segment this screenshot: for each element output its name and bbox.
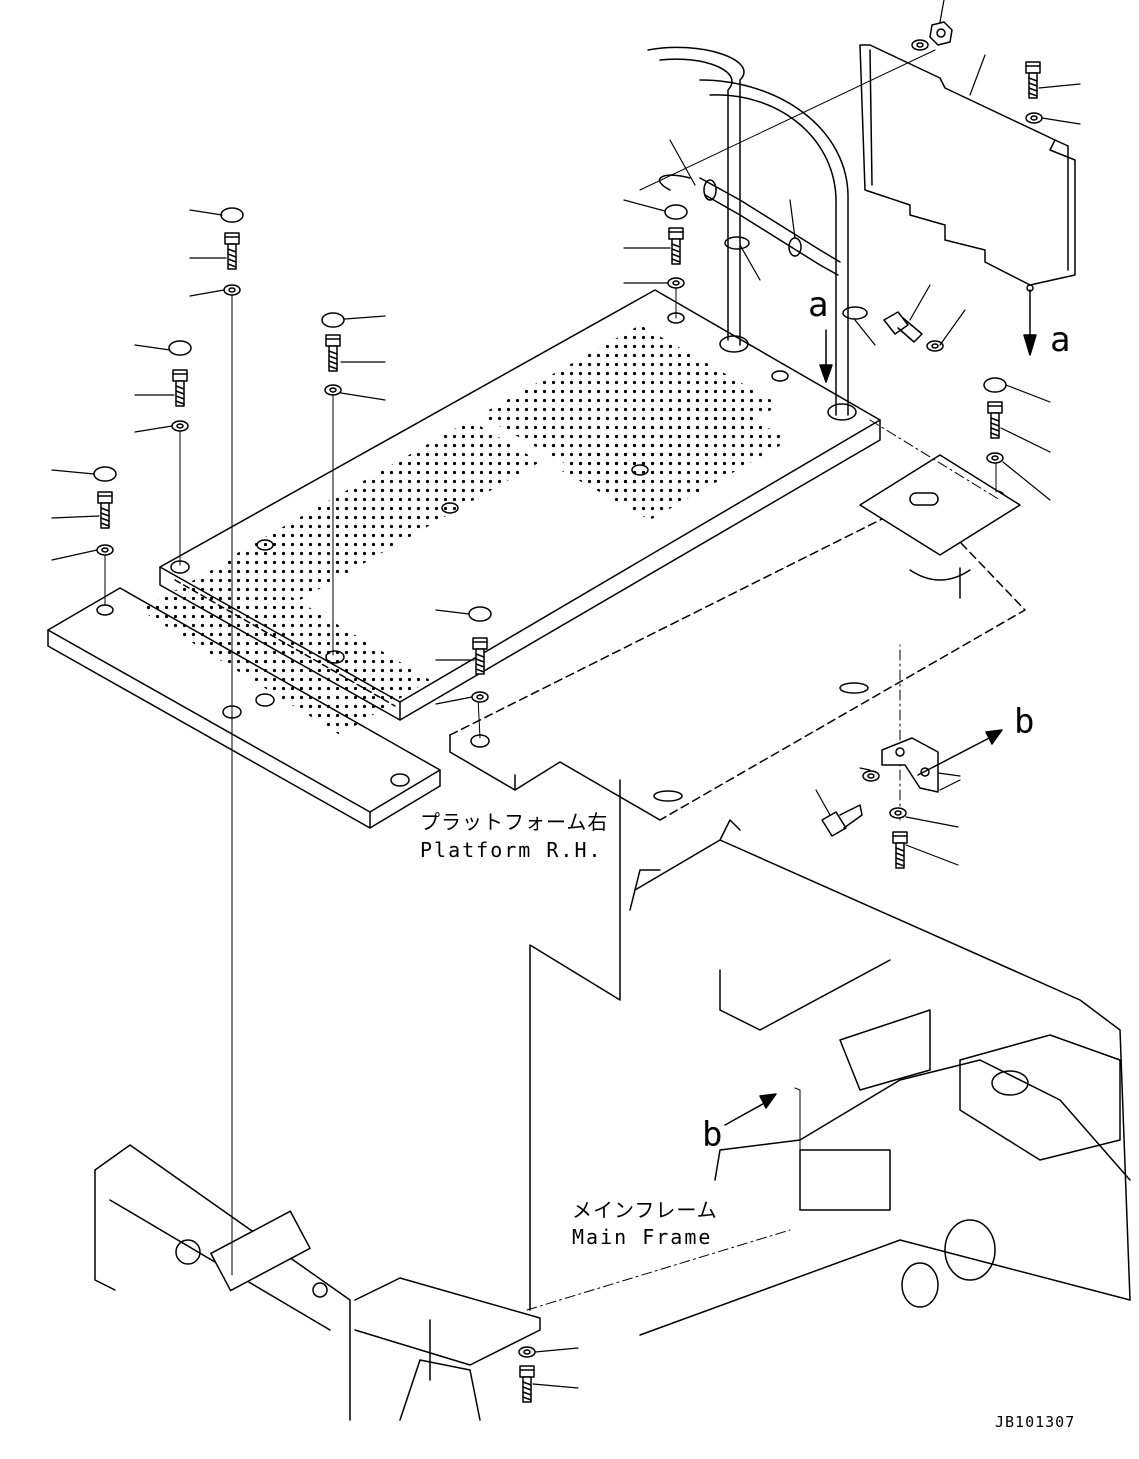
hex-nut [930,22,952,45]
frame-label-jp: メインフレーム [572,1198,718,1222]
reference-label-a-top: a [808,285,829,325]
arrow-b-right [918,730,1002,775]
handrail [648,47,856,420]
frame-label-en: Main Frame [572,1225,713,1249]
arrow-a-top [820,330,832,382]
arrow-b-lower [725,1088,800,1200]
horizontal-bolt-upper [884,312,922,342]
reference-label-a-right: a [1050,320,1071,360]
break-line [530,780,620,1310]
horizontal-bolt-lower [822,805,862,836]
platform-label-en: Platform R.H. [420,838,603,862]
main-frame [95,820,1130,1420]
assembly-centerlines [105,50,1000,1310]
platform-rh-plate [450,455,1025,820]
reference-label-b-lower: b [702,1115,723,1155]
leader-lines [52,0,1080,1388]
cover-plate [860,45,1075,291]
platform-label-jp: プラットフォーム右 [420,810,609,834]
angle-bracket [882,738,938,792]
clamps [704,180,867,319]
reference-label-b-right: b [1014,702,1035,742]
arrow-a-right [1024,290,1036,355]
drawing-code: JB101307 [995,1413,1076,1431]
upper-platform-plate [160,290,880,720]
